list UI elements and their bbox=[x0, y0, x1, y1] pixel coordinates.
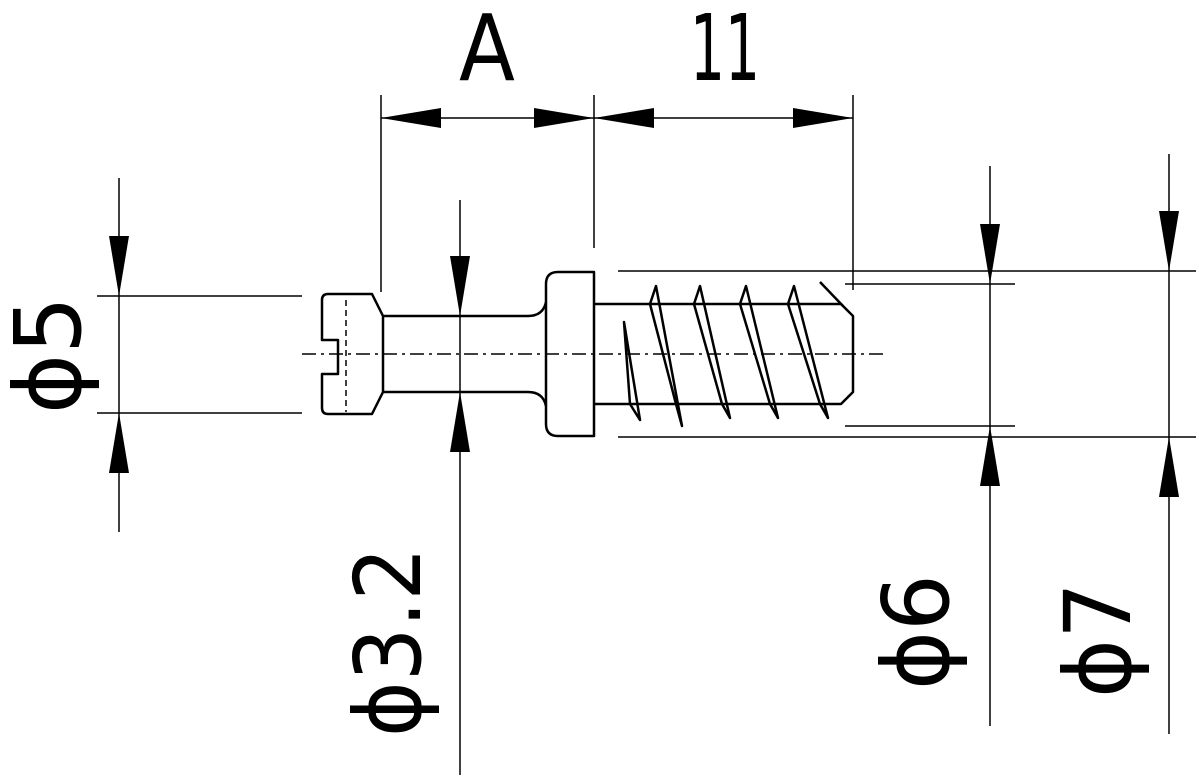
dim-label-11: 11 bbox=[690, 0, 760, 102]
dimension-dia-5: ϕ5 bbox=[0, 178, 302, 532]
dim-label-a: A bbox=[459, 0, 515, 102]
dimension-dia-7: ϕ7 bbox=[618, 154, 1196, 734]
screw-head bbox=[320, 292, 385, 416]
dim-label-dia-3-2: ϕ3.2 bbox=[335, 547, 442, 737]
dimension-length-a: A bbox=[380, 0, 595, 292]
screw-part bbox=[302, 270, 884, 438]
dim-label-dia-5: ϕ5 bbox=[0, 296, 102, 414]
dimension-dia-3-2: ϕ3.2 bbox=[335, 200, 470, 775]
dimension-length-11: 11 bbox=[594, 0, 854, 290]
dim-label-dia-7: ϕ7 bbox=[1045, 582, 1152, 698]
dimension-dia-6: ϕ6 bbox=[845, 166, 1015, 726]
screw-tip-chamfer bbox=[819, 281, 844, 307]
dim-label-dia-6: ϕ6 bbox=[863, 574, 970, 690]
screw-collar bbox=[544, 270, 596, 438]
